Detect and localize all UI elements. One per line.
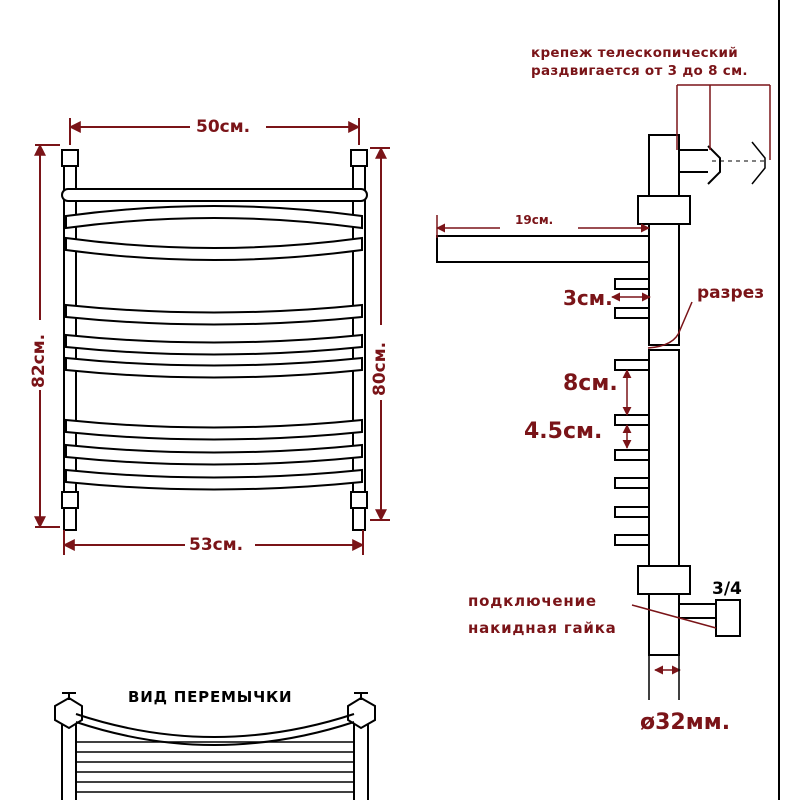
front-right-height-label: 80см. (370, 341, 390, 396)
front-bottom-width-label: 53см. (189, 535, 244, 555)
rail-gap-label: 8см. (563, 371, 618, 396)
connection-label-line1: подключение (468, 592, 597, 610)
bridge-view (54, 692, 376, 800)
tube-depth-label: 3см. (563, 286, 613, 310)
thread-size-label: 3/4 (712, 579, 742, 599)
side-dimensions (436, 84, 771, 700)
front-left-height-label: 82см. (29, 333, 49, 388)
front-top-width-label: 50см. (196, 117, 251, 137)
mount-note-line1: крепеж телескопический (531, 45, 738, 61)
diameter-label: ø32мм. (640, 710, 731, 735)
bridge-view-title: ВИД ПЕРЕМЫЧКИ (128, 688, 293, 706)
connection-label-line2: накидная гайка (468, 619, 617, 637)
side-view (436, 134, 766, 656)
front-dimensions (34, 118, 390, 555)
shelf-depth-label: 19см. (515, 213, 554, 227)
rail-step-label: 4.5см. (524, 419, 603, 444)
cut-label: разрез (697, 283, 765, 303)
mount-note-line2: раздвигается от 3 до 8 см. (531, 63, 748, 79)
front-view (61, 149, 368, 531)
